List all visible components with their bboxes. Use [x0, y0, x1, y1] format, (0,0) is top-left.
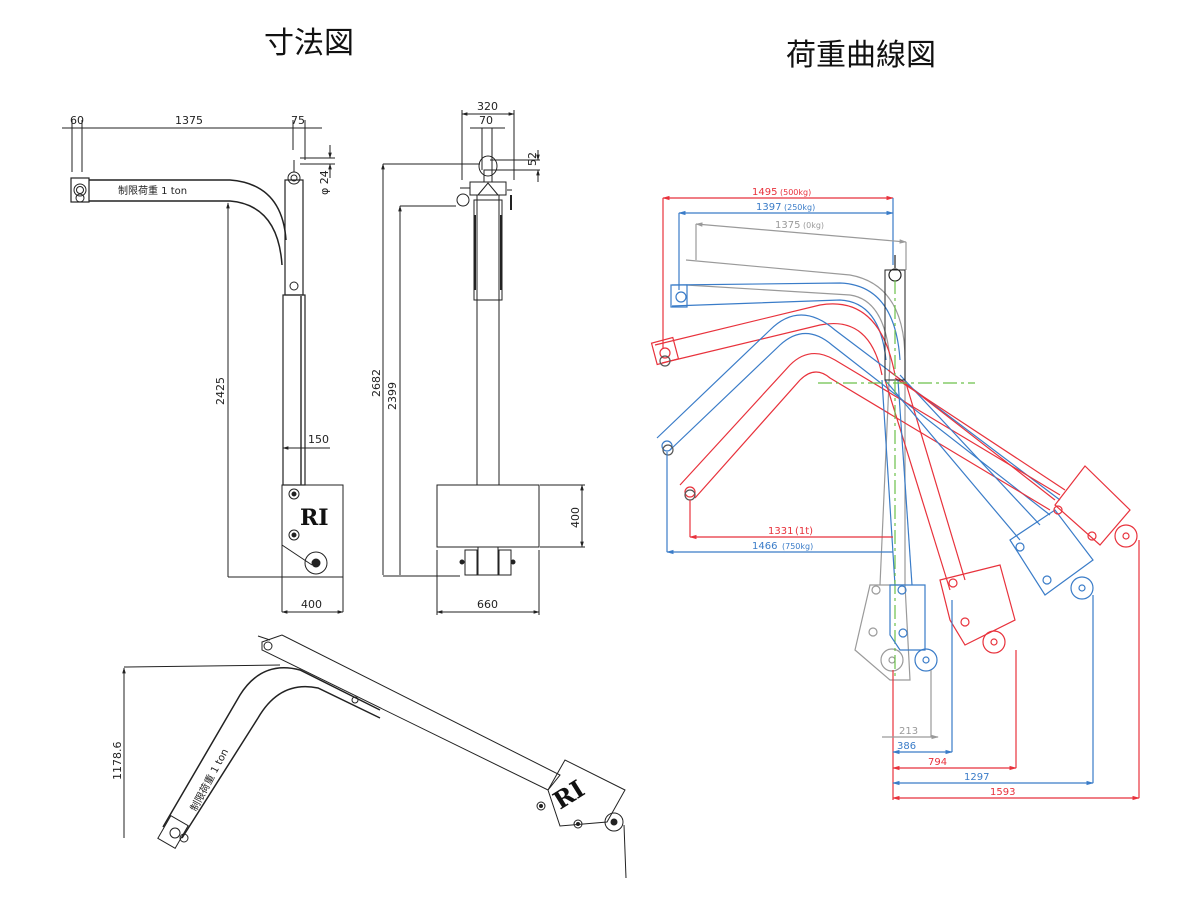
- dim-2425: 2425: [214, 377, 227, 405]
- dim-60: 60: [70, 114, 84, 127]
- dim-75: 75: [291, 114, 305, 127]
- reach-250kg-value: 1397: [756, 202, 781, 213]
- dimension-drawing-title: 寸法図: [264, 26, 354, 61]
- dim-front-400: 400: [569, 507, 582, 528]
- load-curve-diagram: [650, 195, 1140, 801]
- offset-213: 213: [899, 726, 918, 737]
- dim-1375: 1375: [175, 114, 203, 127]
- folded-view: [122, 634, 627, 879]
- dim-2682: 2682: [370, 369, 383, 397]
- reach-1t-load: (1t): [795, 526, 813, 537]
- side-view: [62, 120, 344, 614]
- offset-386: 386: [897, 741, 916, 752]
- ri-logo: RI: [300, 505, 329, 531]
- reach-0kg-value: 1375: [775, 220, 800, 231]
- reach-250kg-load: (250kg): [784, 203, 815, 212]
- dim-70: 70: [479, 114, 493, 127]
- offset-1297: 1297: [964, 772, 989, 783]
- front-view: [381, 110, 585, 615]
- dim-pin-diameter: φ 24: [318, 170, 331, 195]
- dim-base-400: 400: [301, 598, 322, 611]
- folded-boom-load-label: 制限荷重 1 ton: [187, 746, 231, 813]
- reach-500kg-load: (500kg): [780, 188, 811, 197]
- load-curve-title: 荷重曲線図: [786, 38, 936, 73]
- dim-2399: 2399: [386, 382, 399, 410]
- reach-0kg-load: (0kg): [803, 221, 824, 230]
- offset-794: 794: [928, 757, 947, 768]
- boom-load-label: 制限荷重 1 ton: [118, 184, 187, 197]
- offset-1593: 1593: [990, 787, 1015, 798]
- reach-750kg-load: (750kg): [782, 542, 813, 551]
- dim-52: 52: [526, 152, 539, 166]
- dim-1178-6: 1178.6: [111, 742, 124, 781]
- reach-500kg-value: 1495: [752, 187, 777, 198]
- dim-320: 320: [477, 100, 498, 113]
- dim-660: 660: [477, 598, 498, 611]
- reach-1t-value: 1331: [768, 526, 793, 537]
- dim-150: 150: [308, 433, 329, 446]
- reach-750kg-value: 1466: [752, 541, 777, 552]
